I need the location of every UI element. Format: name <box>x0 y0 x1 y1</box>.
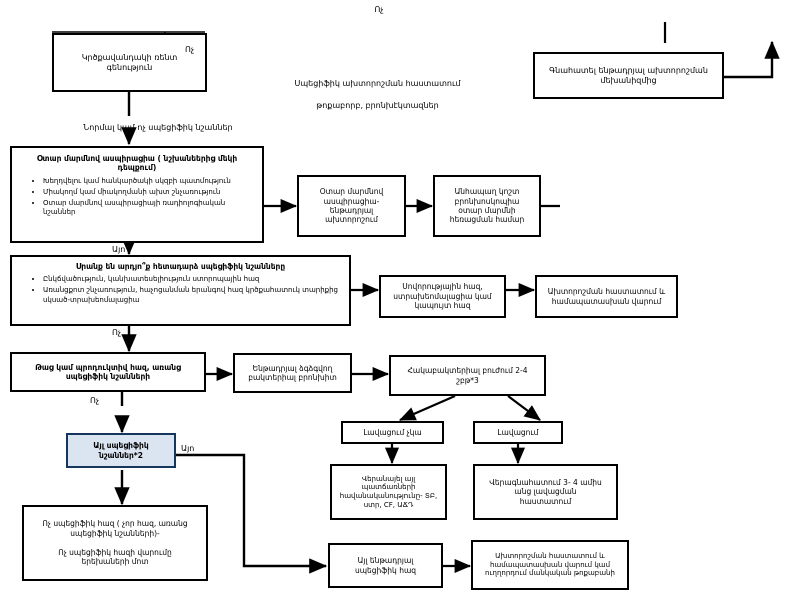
chest-xray-line2: գենություն <box>106 62 153 72</box>
list-item: Ընկճվածություն, կանխատեսելիություն ստորո… <box>43 275 344 284</box>
node-protracted-bacterial-bronchitis[interactable]: Ենթադրյալ ձգձգվող բակտերիալ բրոնխիտ <box>233 353 352 393</box>
node-habitual-cough[interactable]: Սովորությային հազ, ստրախեոմալացիա կամ կա… <box>379 275 506 318</box>
node-other-specific-signs[interactable]: Այլ սպեցիֆիկ նշաններ*2 <box>66 433 176 468</box>
protracted-bronchitis-line2: բակտերիալ բրոնխիտ <box>248 373 337 382</box>
fb-panel-title-line2: դեպքում) <box>117 163 157 173</box>
fb-suspected-line4: ախտորոշում <box>325 215 378 225</box>
no-improvement-label: Լավացում չկա <box>363 427 422 437</box>
antibiotic-treatment-line1: Հակաբակտերիալ բուժում 2-4 <box>407 366 528 376</box>
node-confirm-and-treat-1[interactable]: Ախտորոշման հաստատում և համապատասխան վարո… <box>535 275 678 318</box>
recurrent-panel-title: Սրանք են արդյո՞ք հետադարձ սպեցիֆիկ նշանն… <box>75 262 286 271</box>
review-other-causes-line2: պատճառների <box>361 483 416 492</box>
rigid-bronchoscopy-line4: հեռացման համար <box>449 215 525 225</box>
specific-confirm-line2: թոքաբորբ, բրոնխէկտազներ <box>316 100 439 110</box>
node-review-other-causes[interactable]: Վերանայել այլ պատճառների հավանականությու… <box>330 464 447 520</box>
assess-mechanism-line1: Գնահատել ենթադրյալ ախտորոշման <box>549 65 708 75</box>
other-suspected-cough-line2: սպեցիֆիկ հազ <box>354 565 417 575</box>
wet-cough-line1: Թաց կամ պրոդուկտիվ հազ, առանց <box>35 362 181 372</box>
fb-panel-bullets: Խեղդվելու կամ հանկարծակի սկզբի պատմությո… <box>17 177 257 219</box>
normal-xray-label: Նորմալ կամ ոչ սպեցիֆիկ նշաններ <box>83 123 233 132</box>
nonspecific-cough-line2: սպեցիֆիկ նշանների)- <box>70 528 160 538</box>
node-fb-suspected-diagnosis[interactable]: Օտար մարմնով ասպիրացիա- ենթադրյալ ախտորո… <box>297 175 406 237</box>
yes-label-1: Այո <box>112 245 126 254</box>
list-item: Խեղդվելու կամ հանկարծակի սկզբի պատմությո… <box>43 177 257 186</box>
node-chest-xray[interactable]: Կրծքավանդակի ռենտ գենություն <box>52 33 207 92</box>
fb-suspected-line3: ենթադրյալ <box>329 206 374 215</box>
confirm-treat-2-line2: համապատասխան վարում կամ <box>489 560 611 569</box>
habitual-cough-line2: ստրախեոմալացիա կամ <box>393 291 492 301</box>
node-nonspecific-cough[interactable]: Ոչ սպեցիֆիկ հազ ( չոր հազ, առանց սպեցիֆի… <box>22 505 208 581</box>
confirm-treat-1-line1: Ախտորոշման հաստատում և <box>547 287 666 297</box>
habitual-cough-line3: կապույտ հազ <box>414 301 471 311</box>
node-no-improvement[interactable]: Լավացում չկա <box>341 421 444 444</box>
review-other-causes-line3: հավանականությունը- ՏԲ, <box>339 492 438 500</box>
recurrent-panel-bullets: Ընկճվածություն, կանխատեսելիություն ստորո… <box>17 275 344 306</box>
chest-xray-line1: Կրծքավանդակի ռենտ <box>81 52 178 62</box>
reassess-line2: անց լավացման <box>514 487 577 497</box>
node-confirm-and-treat-2[interactable]: Ախտորոշման հաստատում և համապատասխան վարո… <box>471 540 629 590</box>
improvement-label: Լավացում <box>497 427 539 437</box>
node-improvement[interactable]: Լավացում <box>473 421 563 444</box>
specific-confirm-note: Սպեցիֆիկ ախտորոշման հաստատում թոքաբորբ, … <box>230 78 525 111</box>
list-item: Միակողմ կամ միակողմանի ախտ շնչառություն <box>43 188 257 197</box>
nonspecific-cough-line4: երեխաների մոտ <box>81 557 149 567</box>
list-item: Օտար մարմնով ասպիրացիայի ռադիոլոգիական ն… <box>43 199 257 217</box>
confirm-treat-1-line2: համապատասխան վարում <box>551 296 662 306</box>
top-no-label: Ոչ <box>374 5 384 14</box>
rigid-bronchoscopy-line2: բրոնխոսկոպիա <box>454 196 520 206</box>
node-assess-mechanism[interactable]: Գնահատել ենթադրյալ ախտորոշման մեխանիզմից <box>533 52 724 99</box>
review-other-causes-line4: ստր, CF, ԱՃԴ <box>363 500 414 509</box>
reassess-line3: հաստատում <box>519 496 572 506</box>
node-rigid-bronchoscopy[interactable]: Անհապաղ կոշտ բրոնխոսկոպիա օտար մարմնի հե… <box>433 175 541 237</box>
other-specific-signs-label: Այլ սպեցիֆիկ նշաններ*2 <box>93 441 149 460</box>
nonspecific-cough-line3: Ոչ սպեցիֆիկ հազի վարումը <box>58 548 172 557</box>
node-antibiotic-treatment[interactable]: Հակաբակտերիալ բուժում 2-4 շբթ*3 <box>389 355 546 396</box>
node-reassess-3-4-months[interactable]: Վերագնահատում 3- 4 ամիս անց լավացման հաս… <box>473 464 618 520</box>
antibiotic-treatment-line2: շբթ*3 <box>456 375 479 385</box>
yes-label-2: Այո <box>181 444 195 453</box>
reassess-line1: Վերագնահատում 3- 4 ամիս <box>489 477 602 487</box>
habitual-cough-line1: Սովորությային հազ, <box>402 282 483 292</box>
confirm-treat-2-line1: Ախտորոշման հաստատում և <box>495 551 605 560</box>
confirm-treat-2-line3: ուղղորդում մանկական թոքաբանի <box>485 569 615 578</box>
no-label-3: Ոչ <box>90 396 100 405</box>
fb-suspected-line2: ասպիրացիա- <box>323 196 380 206</box>
fb-panel-title-line1: Օտար մարմնով ասպիրացիա ( նշխանեերից մեկի <box>36 154 238 163</box>
node-foreign-body-panel[interactable]: Օտար մարմնով ասպիրացիա ( նշխանեերից մեկի… <box>10 146 264 243</box>
node-other-suspected-cough[interactable]: Այլ ենթադրյալ սպեցիֆիկ հազ <box>328 543 443 588</box>
node-recurrent-signs-panel[interactable]: Սրանք են արդյո՞ք հետադարձ սպեցիֆիկ նշանն… <box>10 255 351 326</box>
rigid-bronchoscopy-line3: օտար մարմնի <box>458 206 516 215</box>
wet-cough-line2: սպեցիֆիկ նշանների <box>65 372 151 381</box>
review-other-causes-line1: Վերանայել այլ <box>361 474 416 483</box>
chest-xray-no-label: Ոչ <box>185 45 195 54</box>
fb-suspected-line1: Օտար մարմնով <box>319 187 384 197</box>
assess-mechanism-line2: մեխանիզմից <box>600 75 657 85</box>
other-suspected-cough-line1: Այլ ենթադրյալ <box>357 556 414 566</box>
node-wet-cough[interactable]: Թաց կամ պրոդուկտիվ հազ, առանց սպեցիֆիկ ն… <box>10 352 206 392</box>
no-label-2: Ոչ <box>112 328 122 337</box>
specific-confirm-line1: Սպեցիֆիկ ախտորոշման հաստատում <box>294 79 461 88</box>
rigid-bronchoscopy-line1: Անհապաղ կոշտ <box>454 187 520 197</box>
protracted-bronchitis-line1: Ենթադրյալ ձգձգվող <box>252 363 333 373</box>
nonspecific-cough-line1: Ոչ սպեցիֆիկ հազ ( չոր հազ, առանց <box>42 519 188 529</box>
list-item: Առանցքոտ շնչառություն, հաչոցանման երանգո… <box>43 286 344 304</box>
